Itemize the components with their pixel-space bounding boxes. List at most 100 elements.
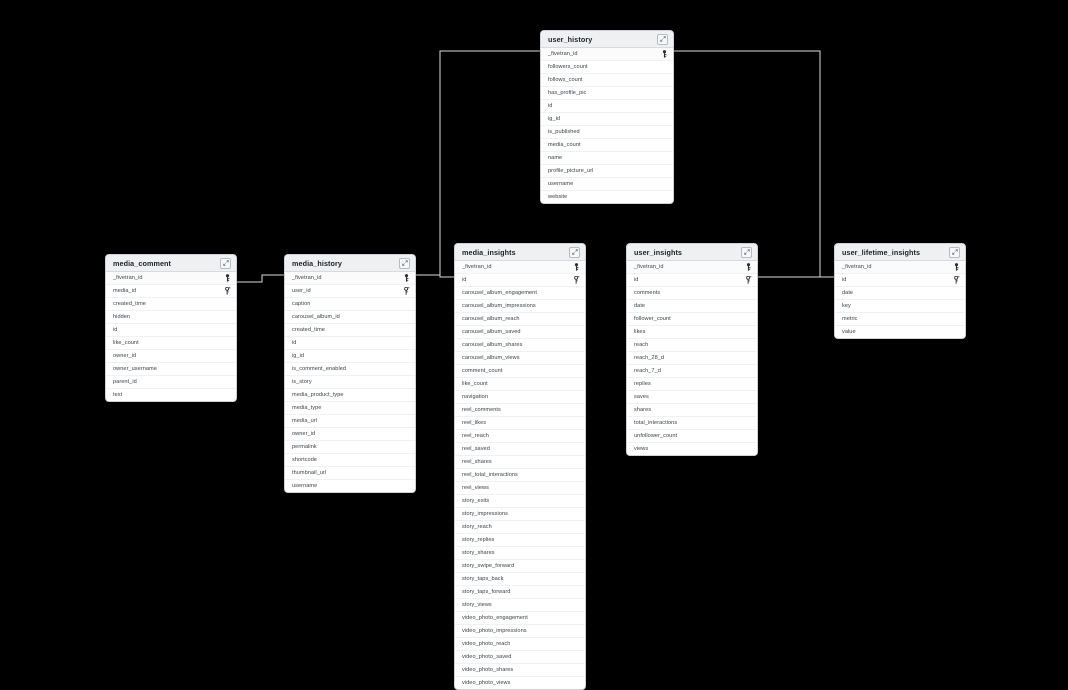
column-row[interactable]: like_count: [106, 337, 236, 350]
column-row[interactable]: story_taps_forward: [455, 586, 585, 599]
table-header[interactable]: user_lifetime_insights: [835, 244, 965, 261]
column-row[interactable]: id: [627, 274, 757, 287]
table-header[interactable]: user_insights: [627, 244, 757, 261]
column-row[interactable]: ig_id: [285, 350, 415, 363]
expand-icon[interactable]: [657, 33, 668, 45]
column-row[interactable]: date: [835, 287, 965, 300]
column-row[interactable]: media_product_type: [285, 389, 415, 402]
column-row[interactable]: is_comment_enabled: [285, 363, 415, 376]
column-row[interactable]: _fivetran_id: [541, 48, 673, 61]
column-row[interactable]: _fivetran_id: [835, 261, 965, 274]
column-row[interactable]: has_profile_pic: [541, 87, 673, 100]
column-row[interactable]: story_taps_back: [455, 573, 585, 586]
column-row[interactable]: video_photo_engagement: [455, 612, 585, 625]
column-row[interactable]: follows_count: [541, 74, 673, 87]
column-row[interactable]: media_count: [541, 139, 673, 152]
column-row[interactable]: parent_id: [106, 376, 236, 389]
expand-icon[interactable]: [220, 257, 231, 269]
column-row[interactable]: date: [627, 300, 757, 313]
expand-icon[interactable]: [741, 246, 752, 258]
column-row[interactable]: text: [106, 389, 236, 401]
expand-icon[interactable]: [949, 246, 960, 258]
table-header[interactable]: user_history: [541, 31, 673, 48]
column-row[interactable]: saves: [627, 391, 757, 404]
column-row[interactable]: carousel_album_views: [455, 352, 585, 365]
column-row[interactable]: username: [541, 178, 673, 191]
column-row[interactable]: followers_count: [541, 61, 673, 74]
column-row[interactable]: _fivetran_id: [106, 272, 236, 285]
column-row[interactable]: follower_count: [627, 313, 757, 326]
column-row[interactable]: name: [541, 152, 673, 165]
column-row[interactable]: comments: [627, 287, 757, 300]
column-row[interactable]: likes: [627, 326, 757, 339]
column-row[interactable]: story_replies: [455, 534, 585, 547]
column-row[interactable]: carousel_album_reach: [455, 313, 585, 326]
column-row[interactable]: _fivetran_id: [627, 261, 757, 274]
column-row[interactable]: reel_saved: [455, 443, 585, 456]
column-row[interactable]: video_photo_shares: [455, 664, 585, 677]
column-row[interactable]: shortcode: [285, 454, 415, 467]
column-row[interactable]: username: [285, 480, 415, 492]
column-row[interactable]: replies: [627, 378, 757, 391]
column-row[interactable]: carousel_album_saved: [455, 326, 585, 339]
column-row[interactable]: value: [835, 326, 965, 338]
column-row[interactable]: media_url: [285, 415, 415, 428]
expand-icon[interactable]: [399, 257, 410, 269]
column-row[interactable]: reel_views: [455, 482, 585, 495]
column-row[interactable]: thumbnail_url: [285, 467, 415, 480]
column-row[interactable]: story_shares: [455, 547, 585, 560]
column-row[interactable]: video_photo_views: [455, 677, 585, 689]
column-row[interactable]: caption: [285, 298, 415, 311]
column-row[interactable]: reel_total_interactions: [455, 469, 585, 482]
column-row[interactable]: total_interactions: [627, 417, 757, 430]
column-row[interactable]: reel_shares: [455, 456, 585, 469]
column-row[interactable]: navigation: [455, 391, 585, 404]
column-row[interactable]: id: [455, 274, 585, 287]
column-row[interactable]: media_id: [106, 285, 236, 298]
table-header[interactable]: media_insights: [455, 244, 585, 261]
column-row[interactable]: owner_id: [106, 350, 236, 363]
column-row[interactable]: story_swipe_forward: [455, 560, 585, 573]
column-row[interactable]: reach_7_d: [627, 365, 757, 378]
column-row[interactable]: carousel_album_shares: [455, 339, 585, 352]
column-row[interactable]: story_impressions: [455, 508, 585, 521]
column-row[interactable]: ig_id: [541, 113, 673, 126]
column-row[interactable]: carousel_album_id: [285, 311, 415, 324]
column-row[interactable]: video_photo_impressions: [455, 625, 585, 638]
column-row[interactable]: hidden: [106, 311, 236, 324]
column-row[interactable]: reel_comments: [455, 404, 585, 417]
column-row[interactable]: owner_username: [106, 363, 236, 376]
column-row[interactable]: comment_count: [455, 365, 585, 378]
column-row[interactable]: id: [106, 324, 236, 337]
table-header[interactable]: media_comment: [106, 255, 236, 272]
column-row[interactable]: id: [835, 274, 965, 287]
column-row[interactable]: is_published: [541, 126, 673, 139]
column-row[interactable]: carousel_album_impressions: [455, 300, 585, 313]
column-row[interactable]: unfollower_count: [627, 430, 757, 443]
column-row[interactable]: video_photo_reach: [455, 638, 585, 651]
column-row[interactable]: reach_28_d: [627, 352, 757, 365]
column-row[interactable]: media_type: [285, 402, 415, 415]
expand-icon[interactable]: [569, 246, 580, 258]
column-row[interactable]: id: [285, 337, 415, 350]
column-row[interactable]: reel_reach: [455, 430, 585, 443]
column-row[interactable]: owner_id: [285, 428, 415, 441]
column-row[interactable]: created_time: [285, 324, 415, 337]
column-row[interactable]: carousel_album_engagement: [455, 287, 585, 300]
column-row[interactable]: story_exits: [455, 495, 585, 508]
column-row[interactable]: website: [541, 191, 673, 203]
column-row[interactable]: is_story: [285, 376, 415, 389]
column-row[interactable]: like_count: [455, 378, 585, 391]
column-row[interactable]: reach: [627, 339, 757, 352]
column-row[interactable]: id: [541, 100, 673, 113]
column-row[interactable]: key: [835, 300, 965, 313]
column-row[interactable]: shares: [627, 404, 757, 417]
column-row[interactable]: _fivetran_id: [285, 272, 415, 285]
column-row[interactable]: reel_likes: [455, 417, 585, 430]
column-row[interactable]: video_photo_saved: [455, 651, 585, 664]
